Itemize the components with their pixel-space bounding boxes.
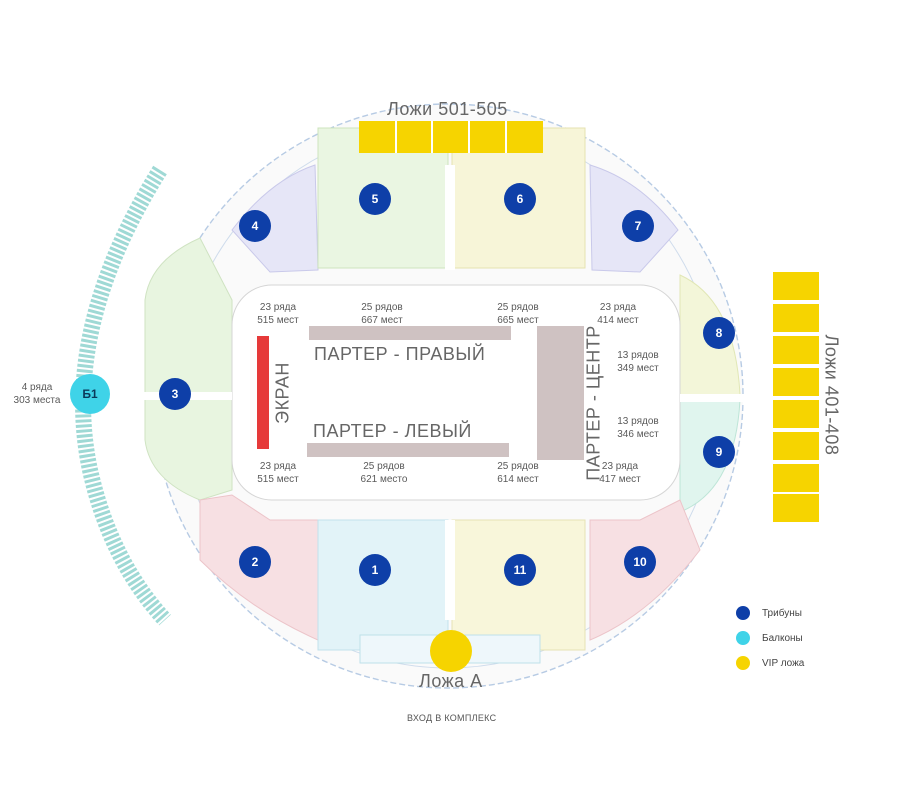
sector-5-marker[interactable]: 5 [359, 183, 391, 215]
capacity-rows: 25 рядов [363, 461, 405, 472]
sector-9-marker[interactable]: 9 [703, 436, 735, 468]
capacity-rows: 13 рядов [617, 350, 659, 361]
capacity-sector-6: 25 рядов 665 мест [478, 301, 558, 327]
balcony-b1-seats: 303 места [13, 395, 61, 406]
legend-balconies: Балконы [736, 631, 803, 645]
capacity-seats: 614 мест [497, 474, 539, 485]
sector-1-marker[interactable]: 1 [359, 554, 391, 586]
sector-11-marker[interactable]: 11 [504, 554, 536, 586]
balcony-b1-marker[interactable]: Б1 [70, 374, 110, 414]
capacity-sector-2: 23 ряда 515 мест [238, 460, 318, 486]
capacity-seats: 515 мест [257, 474, 299, 485]
boxes-top[interactable] [359, 121, 543, 153]
legend-dot-balconies [736, 631, 750, 645]
box-a-label: Ложа А [419, 671, 483, 691]
box-a-marker[interactable] [430, 630, 472, 672]
balcony-b1-rows: 4 ряда [21, 382, 53, 393]
boxes-top-label: Ложи 501-505 [387, 99, 508, 119]
capacity-seats: 417 мест [599, 474, 641, 485]
legend-dot-vip [736, 656, 750, 670]
screen-bar [257, 336, 269, 449]
capacity-sector-11: 25 рядов 614 мест [478, 460, 558, 486]
capacity-seats: 515 мест [257, 315, 299, 326]
capacity-rows: 25 рядов [497, 302, 539, 313]
legend-label: Балконы [762, 632, 803, 644]
boxes-right-label: Ложи 401-408 [821, 334, 842, 456]
parterre-center-bar[interactable] [537, 326, 584, 460]
legend-dot-tribunes [736, 606, 750, 620]
capacity-sector-5: 25 рядов 667 мест [342, 301, 422, 327]
parterre-left-label: ПАРТЕР - ЛЕВЫЙ [313, 421, 472, 441]
sector-3-marker[interactable]: 3 [159, 378, 191, 410]
parterre-right-bar[interactable] [309, 326, 511, 340]
capacity-sector-9: 13 рядов 346 мест [598, 415, 678, 441]
boxes-top-dividers [395, 121, 507, 153]
capacity-rows: 23 ряда [601, 461, 639, 472]
balcony-b1-info: 4 ряда 303 места [2, 381, 72, 407]
capacity-rows: 23 ряда [259, 461, 297, 472]
capacity-seats: 346 мест [617, 429, 659, 440]
sector-2-marker[interactable]: 2 [239, 546, 271, 578]
capacity-sector-7: 23 ряда 414 мест [578, 301, 658, 327]
sector-10-marker[interactable]: 10 [624, 546, 656, 578]
capacity-rows: 23 ряда [259, 302, 297, 313]
entrance-label: ВХОД В КОМПЛЕКС [407, 713, 497, 723]
capacity-rows: 23 ряда [599, 302, 637, 313]
capacity-sector-1: 25 рядов 621 место [344, 460, 424, 486]
legend-label: VIP ложа [762, 657, 805, 669]
capacity-sector-8: 13 рядов 349 мест [598, 349, 678, 375]
capacity-seats: 349 мест [617, 363, 659, 374]
sector-6-marker[interactable]: 6 [504, 183, 536, 215]
boxes-right[interactable] [773, 272, 819, 522]
capacity-seats: 665 мест [497, 315, 539, 326]
capacity-rows: 25 рядов [361, 302, 403, 313]
legend-label: Трибуны [762, 607, 802, 619]
capacity-sector-10: 23 ряда 417 мест [580, 460, 660, 486]
screen-label: ЭКРАН [272, 362, 293, 424]
legend-tribunes: Трибуны [736, 606, 802, 620]
parterre-right-label: ПАРТЕР - ПРАВЫЙ [314, 344, 486, 364]
sector-4-marker[interactable]: 4 [239, 210, 271, 242]
capacity-sector-4: 23 ряда 515 мест [238, 301, 318, 327]
sector-7-marker[interactable]: 7 [622, 210, 654, 242]
legend-vip: VIP ложа [736, 656, 804, 670]
capacity-rows: 25 рядов [497, 461, 539, 472]
capacity-seats: 621 место [360, 474, 408, 485]
capacity-seats: 667 мест [361, 315, 403, 326]
capacity-seats: 414 мест [597, 315, 639, 326]
parterre-left-bar[interactable] [307, 443, 509, 457]
capacity-rows: 13 рядов [617, 416, 659, 427]
sector-8-marker[interactable]: 8 [703, 317, 735, 349]
